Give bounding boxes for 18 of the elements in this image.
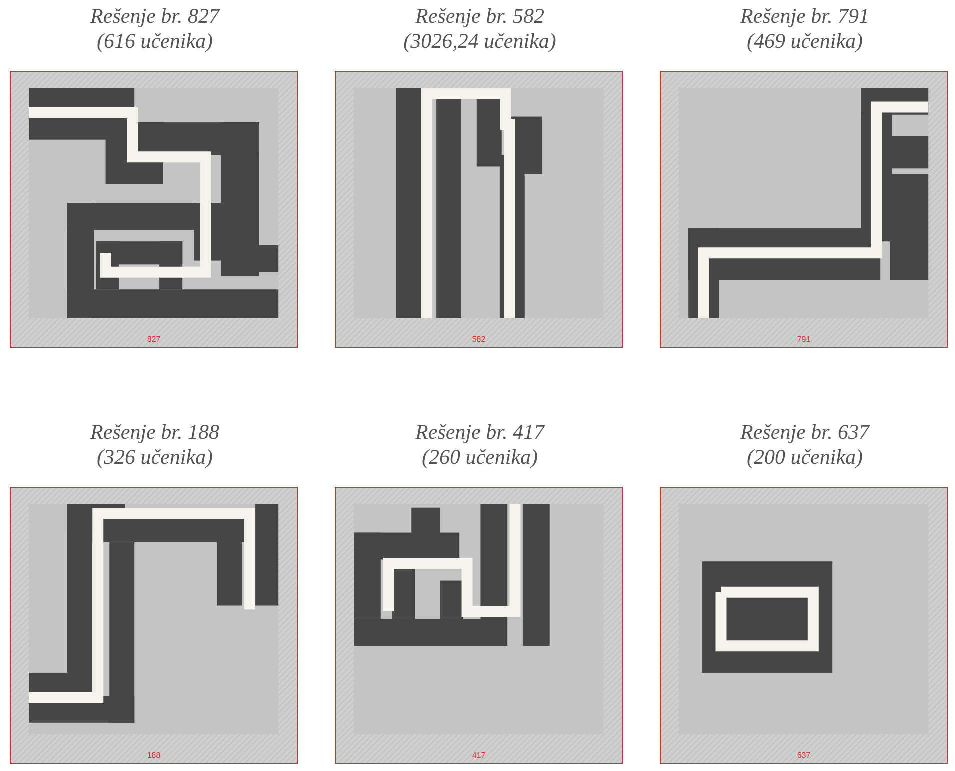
- caption-count: (469 učenika): [746, 29, 864, 54]
- caption-count: (326 učenika): [96, 445, 214, 470]
- caption-title: Rešenje br. 582: [414, 4, 546, 29]
- panel-number: 188: [146, 751, 162, 760]
- caption-title: Rešenje br. 417: [414, 420, 546, 445]
- caption-title: Rešenje br. 827: [90, 4, 222, 29]
- panel-number: 827: [146, 335, 162, 344]
- caption-count: (616 učenika): [96, 29, 214, 54]
- caption-count: (260 učenika): [420, 445, 540, 470]
- caption-title: Rešenje br. 637: [740, 420, 872, 445]
- panel-number: 637: [796, 751, 812, 760]
- caption-title: Rešenje br. 791: [740, 4, 870, 29]
- panel-number: 791: [796, 335, 812, 344]
- caption-title: Rešenje br. 188: [90, 420, 220, 445]
- caption-count: (3026,24 učenika): [402, 29, 558, 54]
- panel-number: 417: [471, 751, 487, 760]
- caption-count: (200 učenika): [746, 445, 864, 470]
- panel-number: 582: [471, 335, 487, 344]
